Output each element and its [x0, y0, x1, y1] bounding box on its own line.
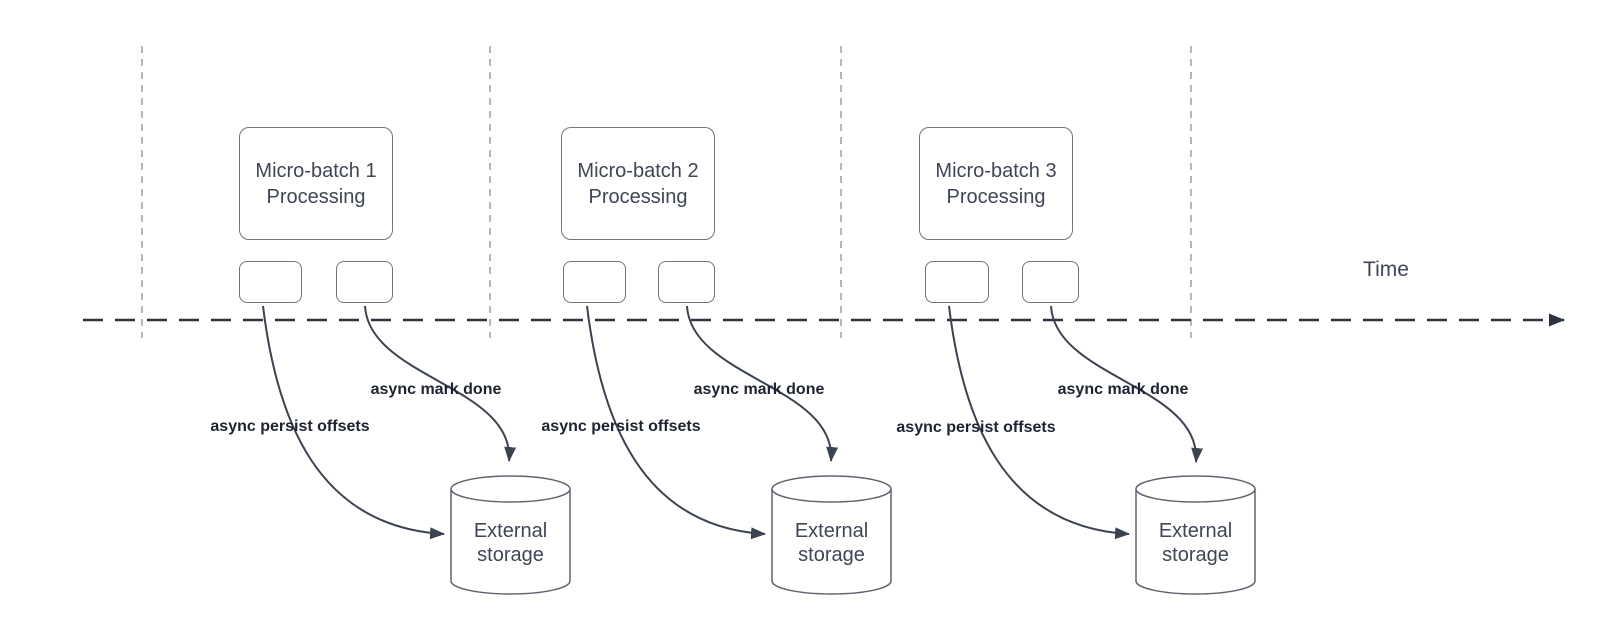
microbatch-3-processing-box: Micro-batch 3 Processing [919, 127, 1073, 240]
microbatch-1-persist-task-box [239, 261, 302, 303]
persist-offsets-label-1: async persist offsets [210, 418, 370, 435]
external-storage-2-line2: storage [798, 544, 865, 566]
microbatch-2-processing-box: Micro-batch 2 Processing [561, 127, 715, 240]
mark-done-arrow-3 [1050, 305, 1204, 463]
external-storage-3-line1: External [1158, 520, 1233, 542]
microbatch-1-title-line2: Processing [266, 185, 366, 208]
external-storage-3-line2: storage [1162, 544, 1229, 566]
external-storage-1-line1: External [473, 520, 548, 542]
microbatch-1-title-line1: Micro-batch 1 [255, 159, 377, 182]
microbatch-3-persist-task-box [925, 261, 989, 303]
persist-offsets-label-3: async persist offsets [896, 419, 1056, 436]
persist-offsets-arrow-3 [948, 305, 1130, 540]
storage-cylinder-2 [771, 475, 892, 595]
mark-done-label-3: async mark done [1057, 381, 1189, 398]
storage-cylinder-1 [450, 475, 571, 595]
persist-offsets-arrow-1 [262, 305, 445, 540]
external-storage-2-line1: External [794, 520, 869, 542]
external-storage-label-1: External storage [451, 519, 570, 567]
microbatch-3-title-line1: Micro-batch 3 [935, 159, 1057, 182]
microbatch-2-title-line1: Micro-batch 2 [577, 159, 699, 182]
microbatch-3-mark-done-task-box [1022, 261, 1079, 303]
external-storage-1-line2: storage [477, 544, 544, 566]
mark-done-arrow-2 [686, 305, 839, 462]
microbatch-3-title-line2: Processing [946, 185, 1046, 208]
microbatch-1-mark-done-task-box [336, 261, 393, 303]
external-storage-label-2: External storage [772, 519, 891, 567]
mark-done-label-2: async mark done [693, 381, 825, 398]
microbatch-2-mark-done-task-box [658, 261, 715, 303]
mark-done-label-1: async mark done [370, 381, 502, 398]
storage-cylinder-3 [1135, 475, 1256, 595]
persist-offsets-label-2: async persist offsets [541, 418, 701, 435]
microbatch-2-persist-task-box [563, 261, 626, 303]
persist-offsets-arrow-2 [586, 305, 766, 540]
mark-done-arrow-1 [364, 305, 517, 462]
microbatch-1-processing-box: Micro-batch 1 Processing [239, 127, 393, 240]
time-axis-label: Time [1363, 258, 1409, 281]
external-storage-label-3: External storage [1136, 519, 1255, 567]
microbatch-2-title-line2: Processing [588, 185, 688, 208]
